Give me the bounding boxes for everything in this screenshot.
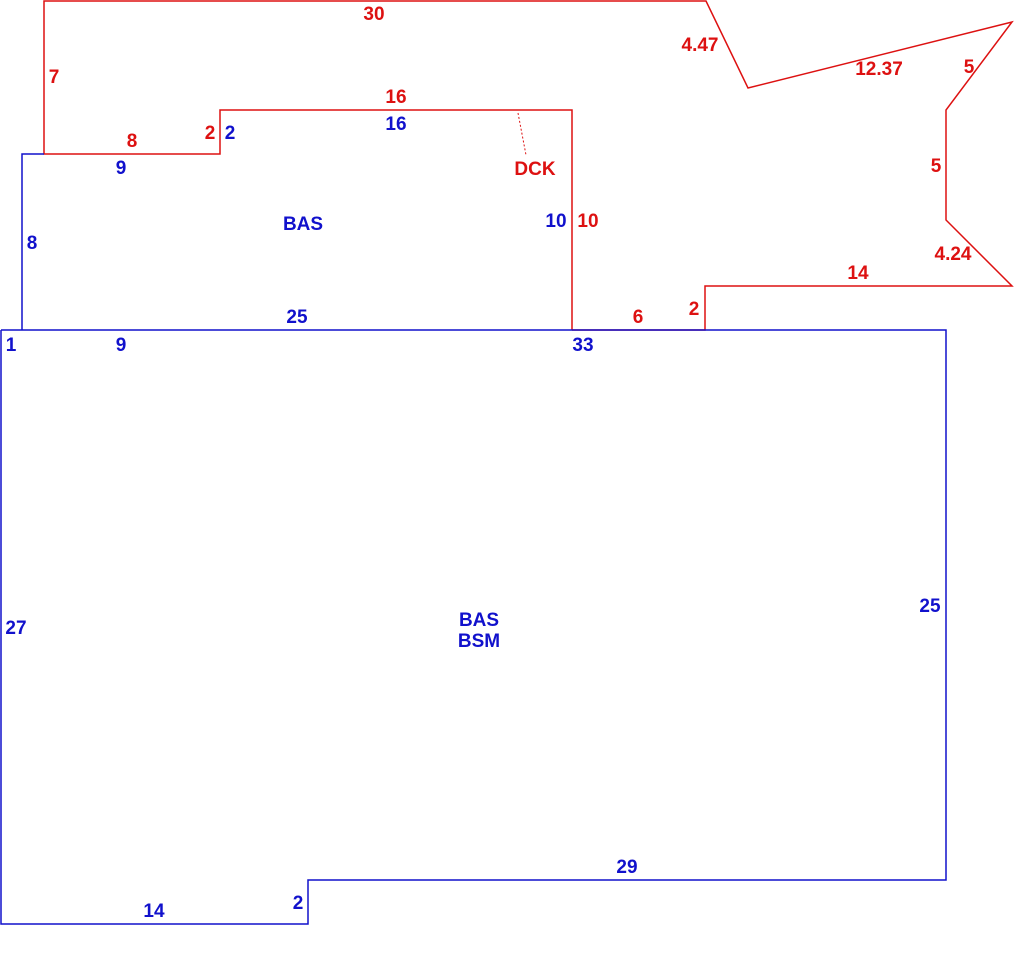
- main-bas-dim-left: 27: [5, 618, 26, 639]
- deck-dim-vert-right: 5: [931, 156, 942, 177]
- deck-dim-top: 30: [363, 4, 384, 25]
- main-bas-dim-notch: 2: [293, 893, 304, 914]
- deck-dim-left-upper: 7: [49, 67, 60, 88]
- upper-bas-dim-top: 16: [385, 114, 406, 135]
- main-bas-dim-top-left-small: 1: [6, 335, 17, 356]
- upper-bas-dim-top-left: 9: [116, 158, 127, 179]
- upper-bas-dim-left: 8: [27, 233, 38, 254]
- main-bas-dim-top-right: 33: [572, 335, 593, 356]
- upper-bas-dim-right: 10: [545, 211, 566, 232]
- deck-dim-step-vert: 2: [205, 123, 216, 144]
- main-bas-dim-top-left: 9: [116, 335, 127, 356]
- main-bas-dim-right: 25: [919, 596, 941, 617]
- upper-bas-outline: [21, 153, 44, 330]
- upper-bas-name-label: BAS: [283, 214, 323, 235]
- upper-bas-dim-step: 2: [225, 123, 236, 144]
- deck-dim-diag-top: 4.47: [682, 35, 719, 56]
- main-bas-dim-bottom-left: 14: [143, 901, 165, 922]
- deck-dim-right: 10: [577, 211, 598, 232]
- main-bas-name-line1: BAS: [459, 610, 499, 631]
- deck-dim-bottom-left: 6: [633, 307, 644, 328]
- upper-bas-dim-bottom: 25: [286, 307, 308, 328]
- deck-dim-long-diag: 12.37: [855, 59, 903, 80]
- deck-dim-bottom-right: 14: [847, 263, 869, 284]
- deck-dim-bottom-step: 2: [689, 299, 700, 320]
- deck-dim-diag-lower: 4.24: [935, 244, 972, 265]
- deck-dim-step-top: 8: [127, 131, 138, 152]
- deck-outline: [43, 0, 1014, 331]
- main-bas-name-line2: BSM: [458, 631, 500, 652]
- deck-name-label: DCK: [514, 159, 555, 180]
- deck-dim-diag-upper: 5: [964, 57, 975, 78]
- deck-dim-upper: 16: [385, 87, 406, 108]
- main-bas-dim-bottom-right: 29: [616, 857, 637, 878]
- main-bas-outline: [0, 329, 947, 925]
- deck-leader-line: [517, 112, 527, 156]
